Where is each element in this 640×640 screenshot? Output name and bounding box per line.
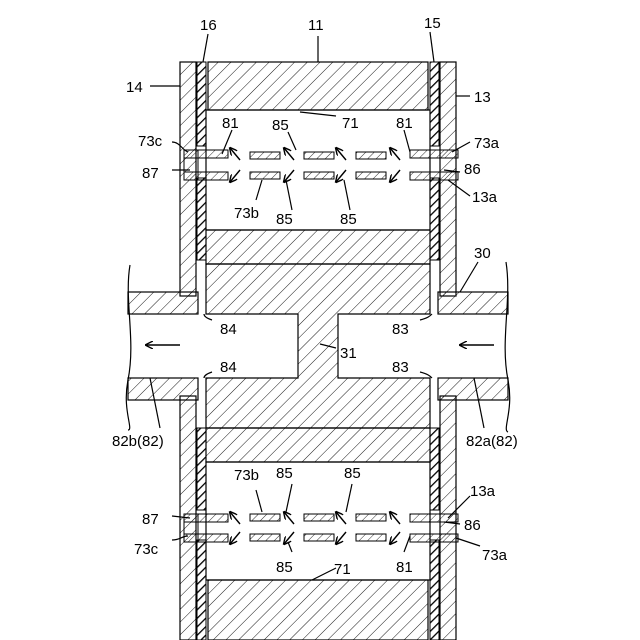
bottom-block (208, 580, 428, 640)
label-83-top: 83 (392, 321, 409, 338)
label-81-top-right: 81 (396, 115, 413, 132)
label-82a: 82a(82) (466, 433, 518, 450)
label-81-bottom-right: 81 (396, 559, 413, 576)
gasket-right-bottom (430, 540, 439, 640)
label-85-top-2: 85 (276, 211, 293, 228)
pipe-right-top-wall (438, 292, 508, 314)
label-87-bottom: 87 (142, 511, 159, 528)
label-86-top: 86 (464, 161, 481, 178)
label-15: 15 (424, 15, 441, 32)
pipe-left-bot-wall (128, 378, 198, 400)
lower-plates (184, 514, 458, 542)
label-13a-top: 13a (472, 189, 498, 206)
pipe-left-top-wall (128, 292, 198, 314)
label-84-bottom: 84 (220, 359, 237, 376)
label-84-top: 84 (220, 321, 237, 338)
gasket-right-mid-bot (430, 428, 439, 510)
label-87-top: 87 (142, 165, 159, 182)
label-16: 16 (200, 17, 217, 34)
gasket-left-top (197, 62, 206, 146)
hub-31 (206, 264, 430, 428)
gasket-left-mid-bot (197, 428, 206, 510)
label-13: 13 (474, 89, 491, 106)
lower-upper-block (206, 428, 430, 462)
gasket-left-bottom (197, 540, 206, 640)
block-11 (208, 62, 428, 110)
label-85-bottom-1: 85 (276, 465, 293, 482)
label-11: 11 (308, 17, 324, 34)
label-73b-bottom: 73b (234, 467, 259, 484)
label-85-top-1: 85 (272, 117, 289, 134)
label-85-bottom-3: 85 (276, 559, 293, 576)
label-85-bottom-2: 85 (344, 465, 361, 482)
label-30: 30 (474, 245, 491, 262)
label-83-bottom: 83 (392, 359, 409, 376)
label-82b: 82b(82) (112, 433, 164, 450)
label-71-bottom: 71 (334, 561, 351, 578)
label-85-top-3: 85 (340, 211, 357, 228)
label-71-top: 71 (342, 115, 359, 132)
pipe-right-bot-wall (438, 378, 508, 400)
label-73b-top: 73b (234, 205, 259, 222)
label-13a-bottom: 13a (470, 483, 496, 500)
label-73a-top: 73a (474, 135, 500, 152)
gasket-left-mid-top (197, 178, 206, 260)
label-81-top-left: 81 (222, 115, 239, 132)
label-73c-top: 73c (138, 133, 163, 150)
label-14: 14 (126, 79, 143, 96)
label-73a-bottom: 73a (482, 547, 508, 564)
upper-plates (184, 150, 458, 180)
label-86-bottom: 86 (464, 517, 481, 534)
gasket-right-mid-top (430, 178, 439, 260)
label-31: 31 (340, 345, 357, 362)
pipe-right-break (505, 262, 510, 432)
gasket-right-top (430, 62, 439, 146)
upper-lower-block (206, 230, 430, 264)
pipe-left-break (126, 265, 131, 430)
label-73c-bottom: 73c (134, 541, 159, 558)
